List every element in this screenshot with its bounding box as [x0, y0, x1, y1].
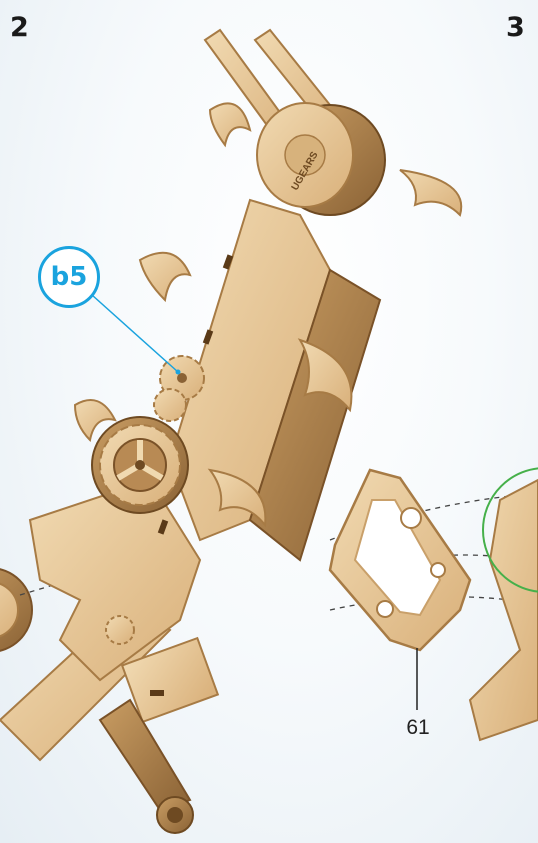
- step-badge-2: 2: [0, 8, 40, 46]
- part-number-label: 61: [398, 716, 438, 740]
- wooden-mechanism: [0, 30, 461, 833]
- callout-target-dot: [176, 370, 181, 375]
- step-number: 2: [10, 12, 29, 43]
- part-61-piece: [330, 470, 470, 650]
- step-number: 3: [506, 12, 525, 43]
- step-badge-3: 3: [496, 8, 536, 46]
- callout-leader-line: [92, 295, 178, 372]
- left-partial-gear: [0, 568, 32, 652]
- callout-label: b5: [51, 262, 88, 292]
- right-partial-piece: [470, 480, 538, 740]
- callout-b5: b5: [38, 246, 100, 308]
